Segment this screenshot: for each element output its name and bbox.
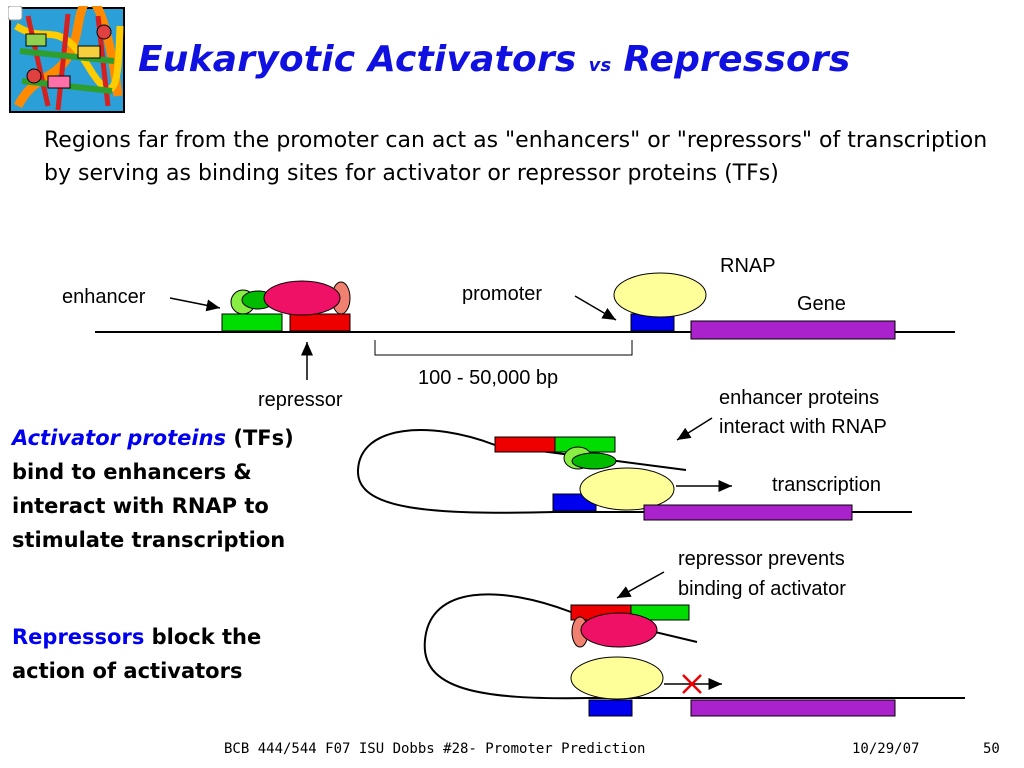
label-enhancer-proteins-2: interact with RNAP (719, 416, 887, 438)
label-promoter: promoter (462, 283, 543, 305)
label-repressor-prevents-2: binding of activator (678, 578, 846, 600)
activator-pink-top (263, 280, 341, 316)
promoter-arrow (574, 295, 617, 321)
activator-green-middle (571, 452, 617, 470)
activator-line-4: stimulate transcription (12, 528, 286, 552)
enhancer-proteins-arrow (676, 417, 713, 441)
label-repressor-prevents-1: repressor prevents (678, 548, 845, 570)
enhancer-arrow (169, 297, 221, 312)
rnap-bottom (570, 656, 664, 700)
label-enhancer-proteins-1: enhancer proteins (719, 387, 880, 409)
activator-line-2: bind to enhancers & (12, 460, 252, 484)
label-enhancer: enhancer (62, 286, 146, 308)
repressor-pink-bottom (580, 612, 658, 648)
slide-title: Eukaryotic Activators vs Repressors (138, 38, 850, 88)
label-rnap: RNAP (720, 255, 776, 277)
repressor-prevents-arrow (616, 571, 665, 599)
enhancer-site-bottom (630, 604, 690, 621)
intro-paragraph: Regions far from the promoter can act as… (44, 128, 988, 186)
dna-clipart-logo (8, 6, 125, 113)
dna-loop-bottom (423, 593, 965, 700)
footer-page-number: 50 (983, 741, 1000, 757)
gene-bar-bottom (690, 699, 896, 717)
repressor-site-middle (494, 436, 556, 453)
label-gene: Gene (797, 293, 846, 315)
footer-course: BCB 444/544 F07 ISU Dobbs #28- Promoter … (224, 741, 646, 757)
dna-loop-middle (356, 429, 912, 514)
gene-bar-middle (643, 504, 853, 521)
label-distance: 100 - 50,000 bp (418, 367, 559, 389)
rnap-top (613, 272, 707, 318)
repressor-explanation: Repressors block the action of activator… (12, 620, 357, 688)
repressor-line-2: action of activators (12, 659, 243, 683)
label-repressor: repressor (258, 389, 343, 411)
label-transcription: transcription (772, 474, 881, 496)
footer-date: 10/29/07 (852, 741, 920, 757)
activator-explanation: Activator proteins (TFs) bind to enhance… (12, 421, 357, 557)
enhancer-site-top (221, 313, 283, 332)
repressor-site-top (289, 313, 351, 332)
distance-bracket (374, 340, 633, 356)
repressor-line-1: Repressors block the (12, 620, 357, 654)
activator-tfs: (TFs) (233, 426, 294, 450)
title-vs: vs (588, 55, 612, 76)
activator-line-3: interact with RNAP to (12, 494, 269, 518)
repressor-rest-1: block the (151, 625, 262, 649)
rnap-middle (579, 467, 675, 511)
repressor-term: Repressors (12, 625, 145, 649)
promoter-site-bottom (588, 699, 633, 717)
blocked-x-icon (682, 674, 702, 694)
title-activators: Eukaryotic Activators (138, 39, 577, 80)
title-repressors: Repressors (623, 39, 851, 80)
activator-term: Activator proteins (12, 426, 227, 450)
gene-bar-top (690, 320, 896, 340)
activator-line-1: Activator proteins (TFs) (12, 421, 357, 455)
